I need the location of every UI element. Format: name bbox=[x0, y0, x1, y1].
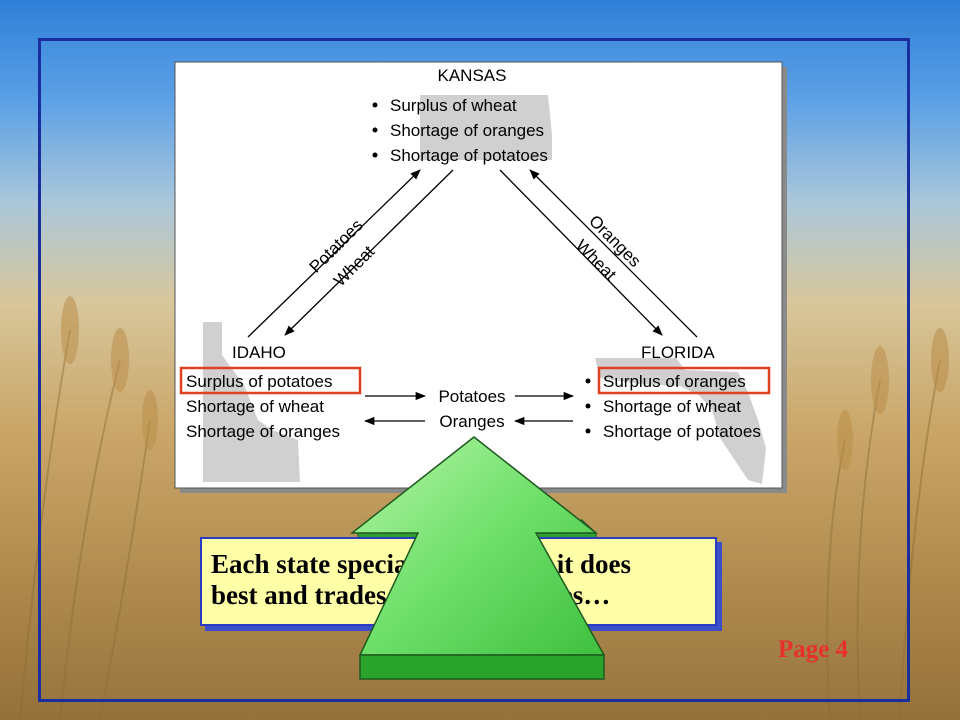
slide-frame bbox=[38, 38, 910, 702]
bullet-icon bbox=[372, 127, 378, 133]
idaho-item: Shortage of wheat bbox=[186, 397, 324, 416]
florida-title: FLORIDA bbox=[641, 343, 715, 362]
bullet-icon bbox=[585, 378, 591, 384]
arrow-potatoes-to-kansas bbox=[247, 169, 421, 338]
idaho-item: Shortage of oranges bbox=[186, 422, 340, 441]
kansas-item: Surplus of wheat bbox=[390, 96, 517, 115]
bullet-icon bbox=[372, 102, 378, 108]
bullet-icon bbox=[372, 152, 378, 158]
idaho-silhouette bbox=[203, 322, 300, 482]
florida-item: Shortage of wheat bbox=[603, 397, 741, 416]
kansas-title: KANSAS bbox=[438, 66, 507, 85]
idaho-title: IDAHO bbox=[232, 343, 286, 362]
idaho-surplus-highlight bbox=[179, 366, 362, 395]
callout-text-line: best and trades with other states… bbox=[211, 580, 611, 610]
arrow-oranges-to-kansas bbox=[529, 169, 698, 338]
flow-label-oranges: Oranges bbox=[439, 412, 504, 431]
bullet-icon bbox=[585, 403, 591, 409]
callout-box: Each state specializes in what it does b… bbox=[200, 537, 717, 626]
idaho-item: Surplus of potatoes bbox=[186, 372, 332, 391]
callout-text-line: Each state specializes in what it does bbox=[211, 549, 631, 579]
florida-surplus-highlight bbox=[597, 366, 771, 395]
kansas-item: Shortage of oranges bbox=[390, 121, 544, 140]
flow-label-potatoes: Potatoes bbox=[438, 387, 505, 406]
florida-silhouette bbox=[595, 358, 766, 484]
bullet-icon bbox=[585, 428, 591, 434]
page-number-label: Page 4 bbox=[778, 636, 849, 663]
arrow-wheat-to-idaho bbox=[284, 169, 454, 336]
kansas-silhouette bbox=[420, 95, 552, 160]
arrow-wheat-to-florida bbox=[499, 169, 663, 336]
florida-item: Shortage of potatoes bbox=[603, 422, 761, 441]
florida-item: Surplus of oranges bbox=[603, 372, 746, 391]
kansas-item: Shortage of potatoes bbox=[390, 146, 548, 165]
